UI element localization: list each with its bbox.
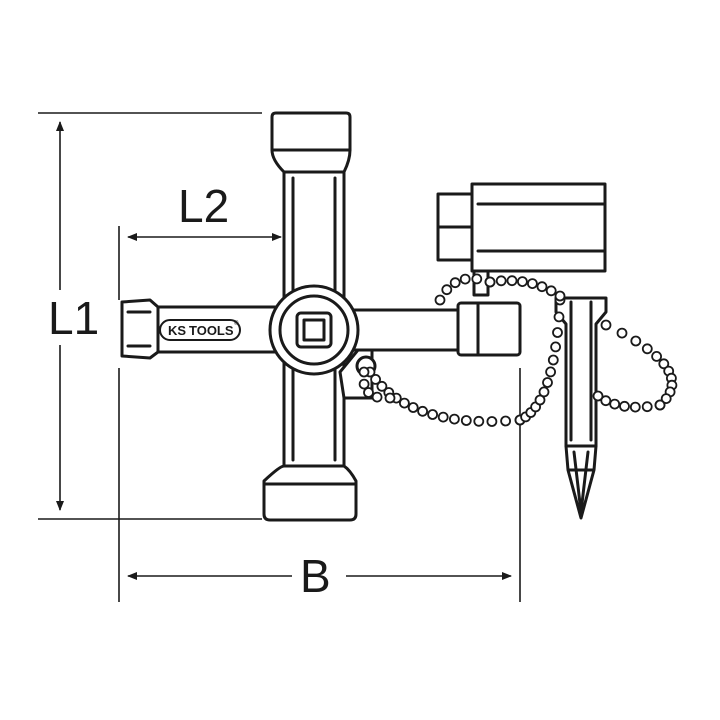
chain-bead xyxy=(536,281,548,293)
chain-bead xyxy=(547,354,559,366)
chain-bead xyxy=(484,276,496,288)
chain-bead xyxy=(616,327,628,339)
logo-registered: ® xyxy=(234,320,239,327)
chain-bead xyxy=(545,285,557,297)
chain-bead xyxy=(600,395,612,407)
chain-bead xyxy=(641,343,653,355)
screwdriver-bit xyxy=(554,296,608,520)
chain-bead xyxy=(460,415,472,426)
dimension-b: B xyxy=(118,368,521,602)
bit-shank xyxy=(554,296,608,448)
logo-badge xyxy=(159,319,241,341)
chain-bead xyxy=(641,401,653,413)
chain-bead xyxy=(371,391,383,403)
cross-key: KS TOOLS ® xyxy=(120,111,522,522)
chain-bead xyxy=(538,386,550,398)
l2-label: L2 xyxy=(178,180,229,232)
chain-bead xyxy=(527,278,538,290)
dimension-l1: L1 xyxy=(38,112,262,520)
chain-bead xyxy=(592,390,604,402)
chain-bead xyxy=(434,294,446,306)
b-label: B xyxy=(300,550,331,602)
chain-bead xyxy=(651,350,662,362)
chain-bead xyxy=(545,366,556,378)
dimension-l2: L2 xyxy=(118,180,282,300)
chain-bead xyxy=(629,401,641,413)
chain-bead xyxy=(441,284,453,296)
chain-bead xyxy=(370,373,382,385)
holder-body xyxy=(470,182,607,273)
chain-bead xyxy=(654,399,666,411)
chain-bead xyxy=(542,377,553,388)
chain-bead xyxy=(437,411,449,423)
square-drive xyxy=(295,311,333,349)
chain-bead xyxy=(506,275,518,287)
chain-bead xyxy=(363,387,374,398)
logo-ks: KS xyxy=(168,323,186,338)
chain-bead xyxy=(358,366,370,378)
chain-bead xyxy=(449,277,461,289)
chain-bead xyxy=(500,415,512,427)
chain-bead xyxy=(473,415,485,427)
brand-logo: KS TOOLS ® xyxy=(159,319,241,341)
chain-bead xyxy=(552,327,563,338)
bottom-socket xyxy=(262,464,358,522)
chain-bead xyxy=(417,405,429,417)
chain-bead xyxy=(376,380,388,392)
chain-bead xyxy=(553,311,565,323)
chain-bead xyxy=(358,378,370,390)
left-arm-tip xyxy=(120,298,160,360)
chain-bead xyxy=(554,290,566,302)
l1-label: L1 xyxy=(48,292,99,344)
chain-bead xyxy=(398,397,410,409)
chain-bead xyxy=(427,409,439,420)
chain-bead xyxy=(658,358,670,370)
chain-bead xyxy=(407,402,419,413)
top-socket xyxy=(270,111,352,174)
logo-tools: TOOLS xyxy=(189,323,234,338)
bead-chains xyxy=(358,273,678,427)
chain-bead xyxy=(609,398,621,410)
chain-bead xyxy=(471,273,483,285)
chain-bead xyxy=(517,276,528,288)
chain-bead xyxy=(486,416,498,427)
chain-bead xyxy=(600,319,612,331)
chain-bead xyxy=(448,413,460,425)
bit-holder xyxy=(436,182,607,297)
chain-bead xyxy=(630,335,642,347)
chain-bead xyxy=(459,273,471,285)
chain-bead xyxy=(495,275,507,287)
chain-bead xyxy=(550,341,561,353)
phillips-tip xyxy=(564,444,598,520)
chain-bead xyxy=(384,392,396,404)
chain-bead xyxy=(660,393,672,405)
right-socket xyxy=(456,301,522,357)
chain-bead xyxy=(619,400,630,412)
